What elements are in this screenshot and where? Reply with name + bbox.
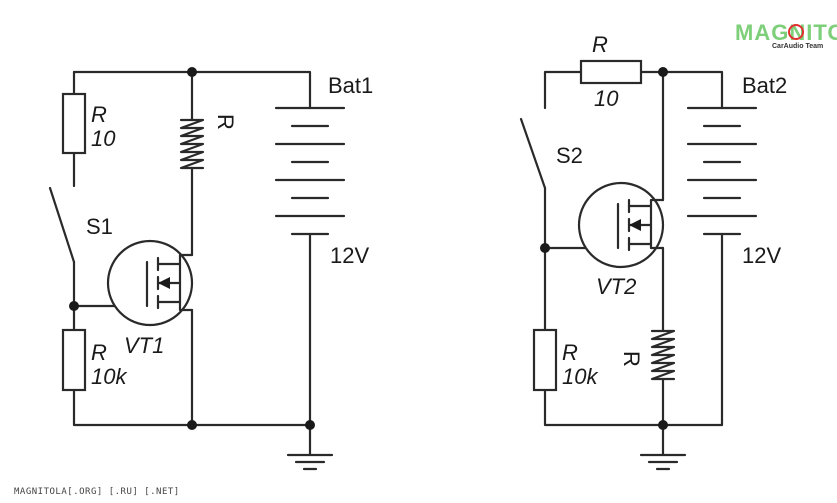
circuit-1-wires (72, 70, 312, 457)
switch-s1 (48, 186, 76, 264)
resistor-r10-2-value: 10 (594, 86, 619, 111)
battery-bat1 (274, 106, 346, 236)
battery-bat2-label: Bat2 (742, 73, 787, 98)
mosfet-vt2-label: VT2 (596, 274, 636, 299)
battery-bat1-voltage: 12V (330, 243, 369, 268)
resistor-r10k-2 (532, 328, 558, 392)
resistor-r10k-2-name: R (562, 340, 578, 365)
mosfet-vt1-label: VT1 (124, 333, 164, 358)
circuit-2-junctions (540, 67, 668, 430)
resistor-r10-2-name: R (592, 32, 608, 57)
battery-bat1-label: Bat1 (328, 73, 373, 98)
resistor-r10-2 (579, 59, 643, 85)
circuit-1-junctions (69, 67, 315, 430)
load-coil-1 (179, 114, 205, 178)
ground-2-icon (639, 453, 687, 471)
mosfet-vt1 (106, 239, 194, 327)
circuit-2: R 10 S2 R 10k R VT2 (519, 32, 787, 471)
switch-s2 (519, 117, 547, 190)
resistor-r10k-1 (61, 328, 87, 392)
resistor-r10-1-value: 10 (91, 126, 116, 151)
mosfet-vt2 (577, 181, 665, 269)
ground-1-icon (286, 453, 334, 471)
resistor-r10k-2-value: 10k (562, 364, 598, 389)
resistor-r10-1-name: R (91, 102, 107, 127)
magnitola-logo: MAGNITOLA CarAudio Team (735, 20, 837, 50)
load-coil-2 (650, 325, 676, 387)
footer-watermark: MAGNITOLA[.ORG] [.RU] [.NET] (14, 487, 180, 497)
circuit-2-wires (543, 70, 724, 457)
logo-tagline: CarAudio Team (772, 43, 823, 50)
resistor-r10k-1-name: R (91, 340, 107, 365)
resistor-r10-1 (61, 92, 87, 155)
switch-s1-label: S1 (86, 214, 113, 239)
logo-name: MAGNITOLA (735, 20, 837, 45)
load-coil-2-label: R (619, 351, 644, 367)
load-coil-1-label: R (213, 114, 238, 130)
battery-bat2-voltage: 12V (742, 243, 781, 268)
switch-s2-label: S2 (556, 143, 583, 168)
circuit-1: R 10 S1 R 10k R VT1 (48, 67, 373, 471)
logo-ring-icon (788, 24, 804, 40)
battery-bat2 (686, 106, 758, 236)
resistor-r10k-1-value: 10k (91, 364, 127, 389)
